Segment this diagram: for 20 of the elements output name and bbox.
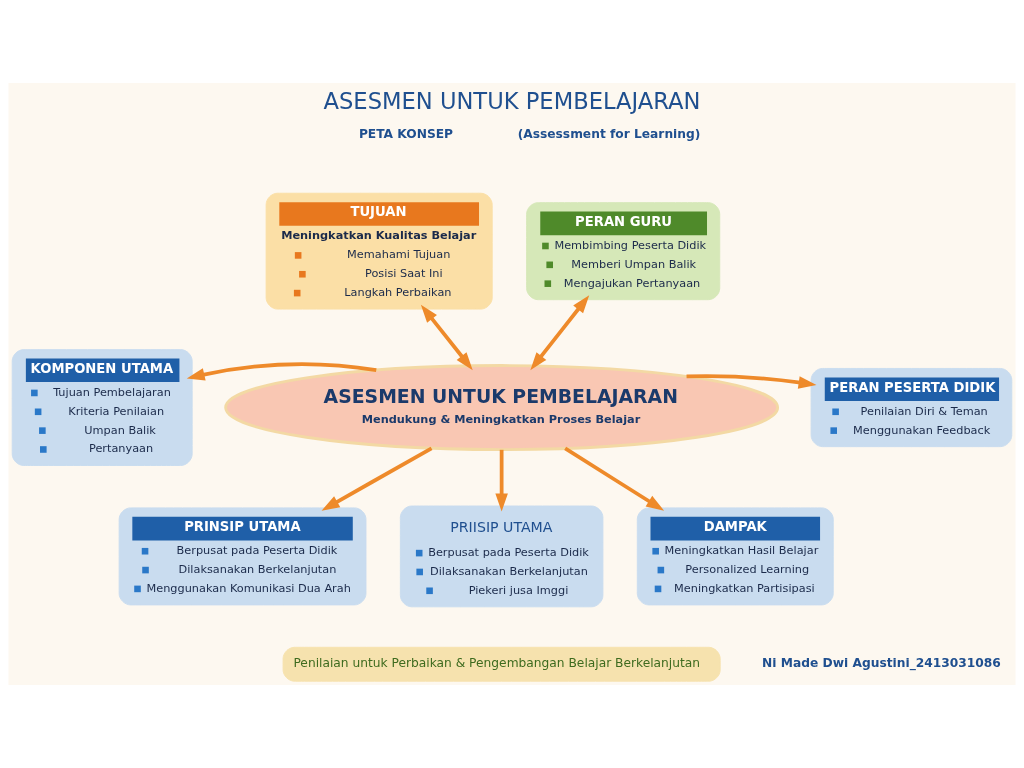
arrow [686,374,817,389]
node-box: PERAN GURU Membimbing Peserta Didik Memberi Umpan Balik Mengajukan Pertanyaan [526,202,721,301]
node-box: TUJUAN Meningkatkan Kualitas Belajar Memahami Tujuan Posisi Saat Ini Langkah Perbaikan [265,192,493,310]
arrow [420,304,473,371]
node-box: KOMPONEN UTAMA Tujuan Pembelajaran Kriteria Penilaian Umpan Balik Pertanyaan [11,349,193,466]
label: (Assessment for Learning) [517,127,701,142]
arrow [321,446,433,511]
node-box: PRIISIP UTAMA Berpusat pada Peserta Didik Dilaksanakan Berkelanjutan Piekeri jusa Imggi [399,505,604,608]
arrow [186,362,377,381]
node-box: PRINSIP UTAMA Berpusat pada Peserta Didik Dilaksanakan Berkelanjutan Menggunakan Komunikasi Dua Arah [118,507,367,606]
arrow [495,449,508,512]
node-ellipse: ASESMEN UNTUK PEMBELAJARAN Mendukung & Meningkatkan Proses Belajar [224,364,780,451]
label: Ni Made Dwi Agustini_2413031086 [762,655,1001,670]
diagram-title: ASESMEN UNTUK PEMBELAJARAN [323,87,701,114]
node-box: Penilaian untuk Perbaikan & Pengembangan Belajar Berkelanjutan [282,646,721,682]
label: PETA KONSEP [358,127,454,142]
node-box: PERAN PESERTA DIDIK Penilaian Diri & Teman Menggunakan Feedback [810,368,1013,448]
node-box: DAMPAK Meningkatkan Hasil Belajar Personalized Learning Meningkatkan Partisipasi [636,507,834,606]
arrow [564,446,665,511]
arrow [530,295,590,371]
